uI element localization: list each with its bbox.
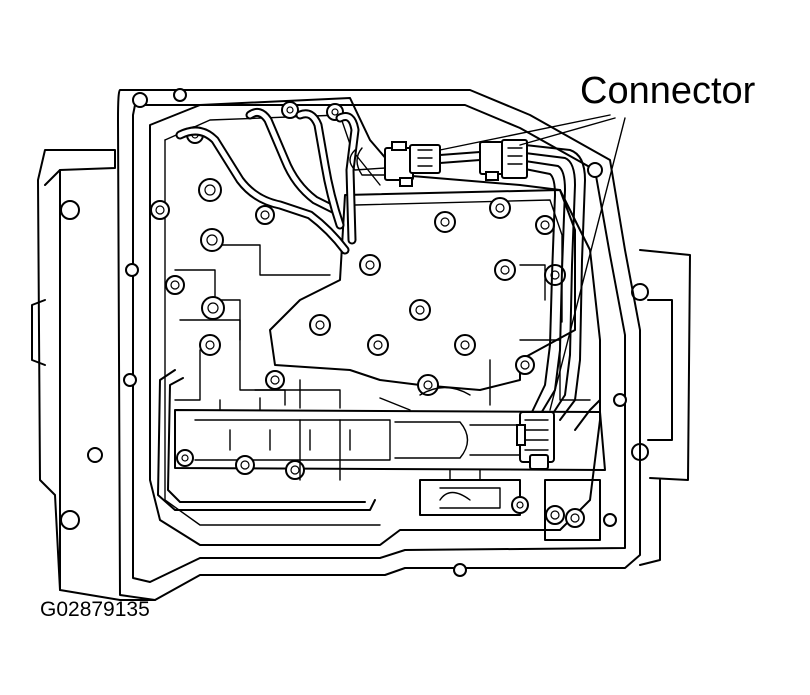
bolt <box>545 505 565 525</box>
connector-3 <box>516 411 555 470</box>
bolt <box>565 508 585 528</box>
connector-callout-label: Connector <box>580 70 756 112</box>
transmission-case <box>31 149 691 601</box>
bolt <box>544 264 566 286</box>
bolt <box>535 215 555 235</box>
bolt <box>454 334 476 356</box>
oil-tubes <box>175 107 360 255</box>
bolt <box>199 334 221 356</box>
connector-1 <box>384 141 441 187</box>
bolt <box>511 496 529 514</box>
bolt <box>367 334 389 356</box>
bolt <box>309 314 331 336</box>
bolt <box>359 254 381 276</box>
bolt <box>150 200 170 220</box>
valve-body <box>149 97 606 546</box>
bolt <box>200 228 224 252</box>
bolt <box>417 374 439 396</box>
bolt <box>255 205 275 225</box>
bolt <box>489 197 511 219</box>
bolt <box>165 275 185 295</box>
bolt <box>281 101 299 119</box>
bolt <box>235 455 255 475</box>
bolt <box>265 370 285 390</box>
bolt <box>285 460 305 480</box>
bolt <box>176 449 194 467</box>
valve-body-bolts <box>150 101 585 528</box>
connector-2 <box>479 139 528 181</box>
bolt <box>198 178 222 202</box>
bolt <box>434 211 456 233</box>
bolt <box>201 296 225 320</box>
wire-harness <box>349 144 601 431</box>
bolt <box>515 355 535 375</box>
case-flange <box>117 88 641 601</box>
bolt <box>409 299 431 321</box>
bolt <box>494 259 516 281</box>
lower-details <box>219 386 481 501</box>
figure-code: G02879135 <box>40 598 150 621</box>
leader-lines <box>439 114 626 411</box>
